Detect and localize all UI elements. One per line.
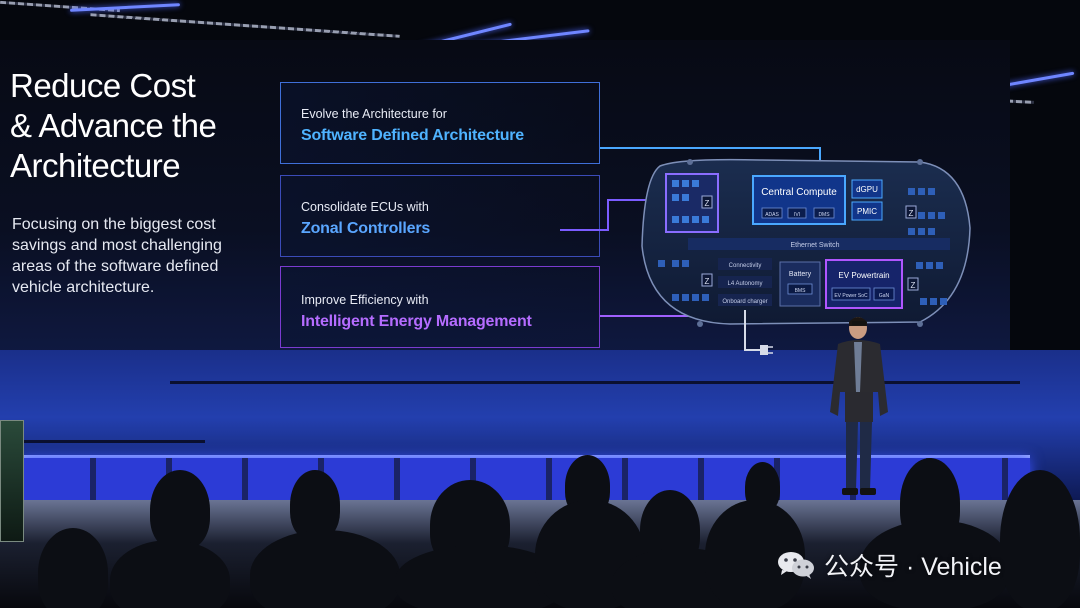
- connector-line: [560, 199, 668, 231]
- floor-line: [170, 381, 600, 384]
- wechat-watermark: 公众号 · Vehicle: [776, 547, 1002, 583]
- audience-member: [250, 530, 400, 608]
- card-software-defined-architecture: Evolve the Architecture for Software Def…: [280, 82, 600, 164]
- gan-label: GaN: [879, 293, 890, 299]
- side-monitor: [0, 420, 24, 542]
- dms-label: DMS: [818, 212, 830, 218]
- card-heading: Intelligent Energy Management: [301, 313, 532, 330]
- card-lead: Consolidate ECUs with: [301, 200, 429, 214]
- zone-mark-label: Z: [909, 209, 914, 218]
- ethernet-switch-bar: [688, 238, 950, 250]
- wheel-marker: [697, 321, 703, 327]
- stage-edge-top: [20, 455, 1030, 459]
- card-heading: Software Defined Architecture: [301, 127, 524, 144]
- wechat-icon: [778, 552, 814, 579]
- connectivity-label: Connectivity: [729, 263, 762, 269]
- adas-label: ADAS: [765, 212, 779, 218]
- wheel-marker: [917, 159, 923, 165]
- zone-mark-label: Z: [705, 277, 710, 286]
- audience-member: [38, 528, 108, 608]
- audience-member: [110, 540, 230, 608]
- ev-powertrain-label: EV Powertrain: [838, 271, 889, 280]
- charging-cable: [744, 310, 760, 351]
- ceiling-light-rail: [90, 13, 400, 38]
- wheel-marker: [917, 321, 923, 327]
- card-lead: Improve Efficiency with: [301, 293, 429, 307]
- l4-autonomy-label: L4 Autonomy: [727, 281, 762, 287]
- ivi-label: IVI: [794, 212, 800, 218]
- onboard-charger-label: Onboard charger: [722, 299, 767, 305]
- plug-icon: [760, 345, 768, 355]
- vehicle-architecture-diagram: Z Central Compute ADAS IVI DMS dGPU PMIC…: [560, 147, 971, 355]
- card-lead: Evolve the Architecture for: [301, 107, 447, 121]
- card-intelligent-energy-management: Improve Efficiency with Intelligent Ener…: [280, 266, 600, 348]
- ceiling-light: [69, 3, 181, 12]
- card-heading: Zonal Controllers: [301, 220, 431, 237]
- audience-member: [290, 470, 340, 540]
- floor-line: [600, 381, 1020, 384]
- wheel-marker: [687, 159, 693, 165]
- zone-mark-label: Z: [911, 281, 916, 290]
- pmic-label: PMIC: [857, 207, 877, 216]
- floor-line: [20, 440, 205, 443]
- dgpu-label: dGPU: [856, 185, 878, 194]
- slide-title: Reduce Cost & Advance the Architecture: [10, 67, 217, 184]
- ev-power-soc-label: EV Power SoC: [834, 293, 868, 299]
- audience-member: [860, 520, 1010, 608]
- speaker-figure: [830, 317, 888, 495]
- bms-label: BMS: [795, 288, 807, 294]
- card-zonal-controllers: Consolidate ECUs with Zonal Controllers: [280, 175, 600, 257]
- ethernet-switch-label: Ethernet Switch: [790, 242, 839, 249]
- audience-member: [150, 470, 210, 550]
- audience-member: [1000, 470, 1080, 608]
- battery-label: Battery: [789, 271, 812, 278]
- zone-mark-label: Z: [705, 199, 710, 208]
- central-compute-label: Central Compute: [761, 187, 837, 198]
- ev-powertrain-block: [825, 259, 903, 309]
- slide-subtitle: Focusing on the biggest cost savings and…: [12, 216, 222, 296]
- watermark-text: 公众号 · Vehicle: [824, 553, 1002, 581]
